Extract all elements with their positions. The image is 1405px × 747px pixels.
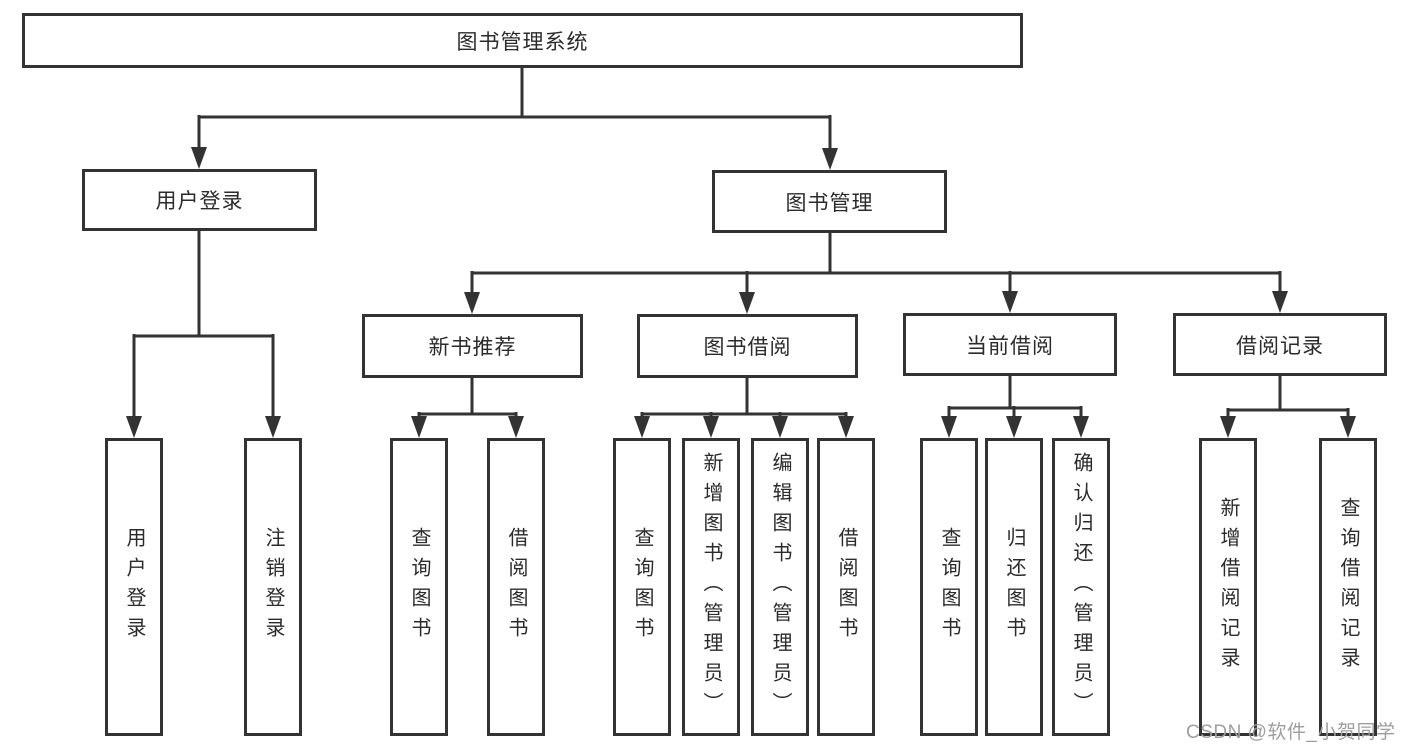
leaf-label: 编辑图书（管理员）	[769, 452, 791, 722]
leaf-label: 注销登录	[262, 527, 284, 647]
leaf-edit-books-admin: 编辑图书（管理员）	[751, 438, 809, 736]
leaf-label: 新增借阅记录	[1217, 497, 1239, 677]
node-new-book-recommend: 新书推荐	[362, 314, 583, 378]
node-book-management-label: 图书管理	[785, 191, 874, 215]
node-borrow-records: 借阅记录	[1173, 313, 1387, 376]
node-current-borrow-label: 当前借阅	[966, 334, 1054, 358]
node-book-borrow-label: 图书借阅	[703, 336, 792, 359]
leaf-add-borrow-record: 新增借阅记录	[1199, 438, 1257, 736]
leaf-label: 归还图书	[1003, 527, 1025, 647]
node-book-borrow: 图书借阅	[637, 314, 858, 378]
leaf-label: 确认归还（管理员）	[1070, 452, 1092, 722]
leaf-label: 查询图书	[408, 527, 430, 647]
leaf-query-books-recommend: 查询图书	[390, 438, 448, 736]
node-book-management: 图书管理	[712, 170, 947, 233]
leaf-borrow-books-recommend: 借阅图书	[487, 438, 545, 736]
arrowheads	[126, 147, 1356, 438]
node-current-borrow: 当前借阅	[903, 313, 1117, 376]
leaf-query-borrow-record: 查询借阅记录	[1319, 438, 1377, 736]
leaf-label: 新增图书（管理员）	[700, 452, 722, 722]
node-user-login: 用户登录	[82, 169, 317, 231]
leaf-label: 借阅图书	[835, 527, 857, 647]
leaf-label: 查询图书	[938, 527, 960, 647]
leaf-query-books-current: 查询图书	[920, 438, 978, 736]
leaf-logout: 注销登录	[244, 438, 302, 736]
node-new-book-recommend-label: 新书推荐	[428, 336, 517, 359]
leaf-query-books-borrow: 查询图书	[613, 438, 671, 736]
leaf-label: 查询图书	[631, 527, 653, 647]
node-root: 图书管理系统	[22, 13, 1023, 68]
node-user-login-label: 用户登录	[155, 190, 244, 213]
node-root-label: 图书管理系统	[456, 30, 589, 54]
leaf-return-books: 归还图书	[985, 438, 1043, 736]
leaf-borrow-books: 借阅图书	[817, 438, 875, 736]
node-borrow-records-label: 借阅记录	[1236, 334, 1324, 358]
leaf-user-login: 用户登录	[105, 438, 163, 736]
csdn-watermark: CSDN @软件_小贺同学	[1186, 722, 1396, 743]
leaf-label: 查询借阅记录	[1337, 497, 1359, 677]
leaf-label: 用户登录	[123, 527, 145, 647]
leaf-add-books-admin: 新增图书（管理员）	[682, 438, 740, 736]
leaf-label: 借阅图书	[505, 527, 527, 647]
leaf-confirm-return-admin: 确认归还（管理员）	[1052, 438, 1110, 736]
